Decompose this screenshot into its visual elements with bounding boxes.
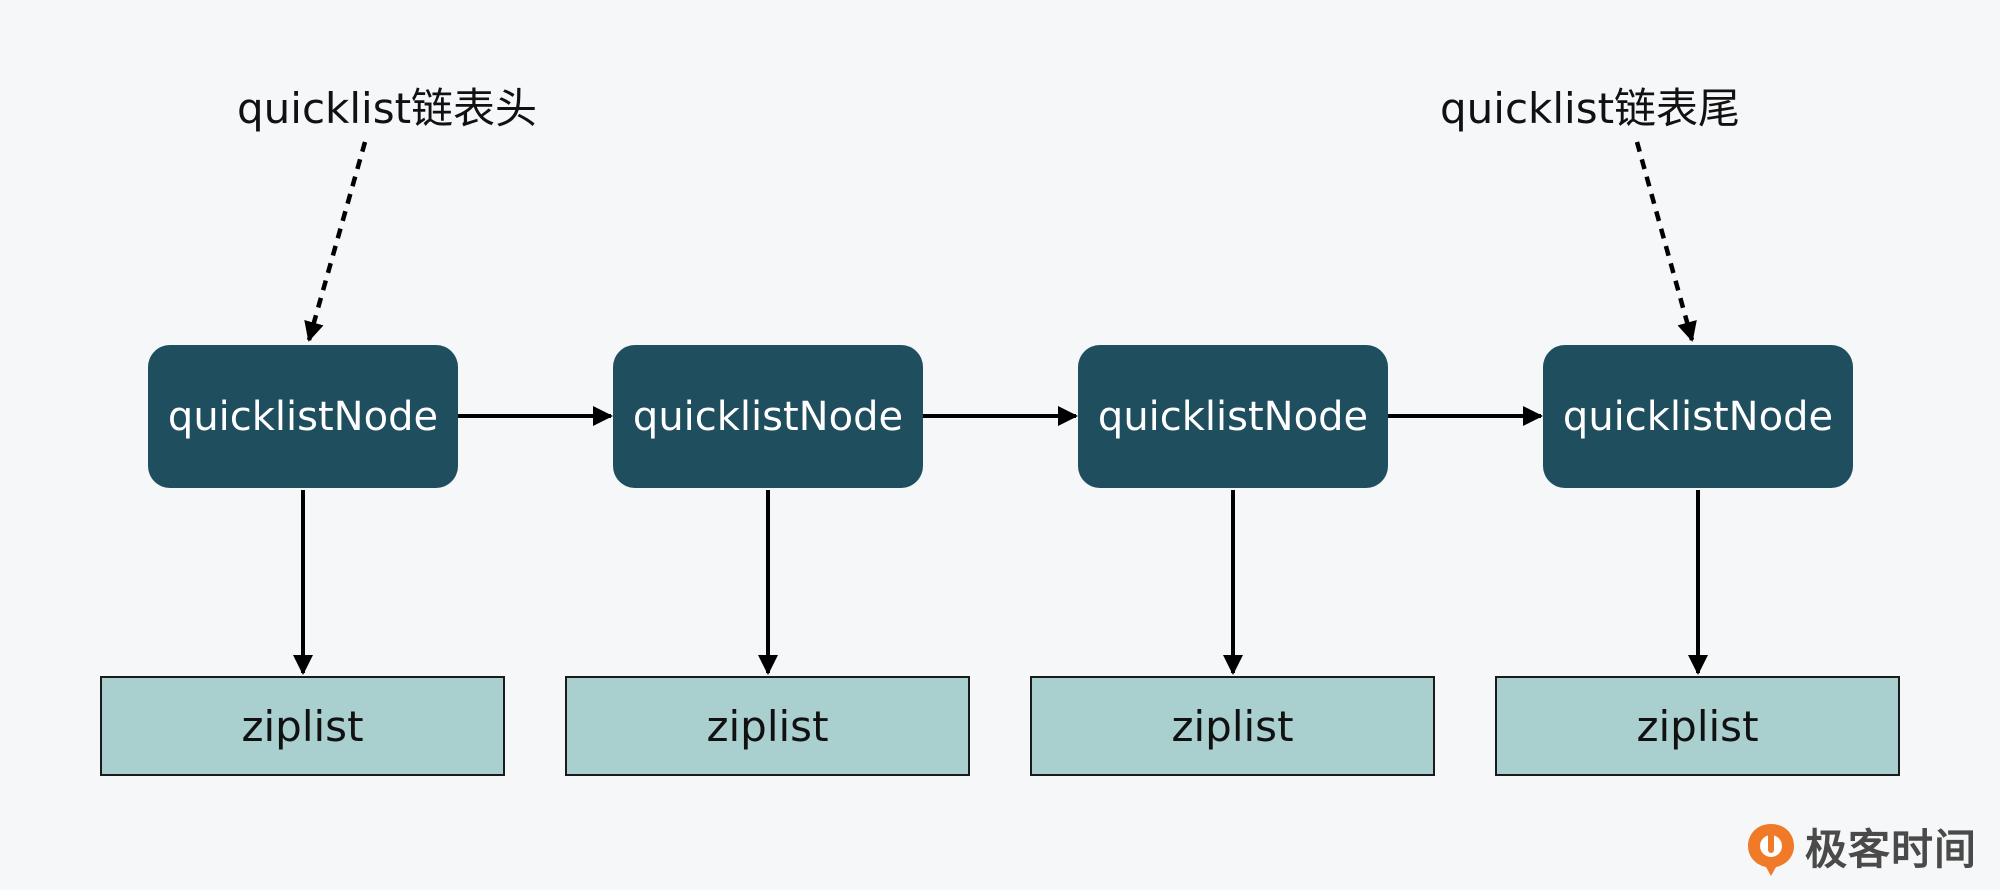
ziplist-box-1: ziplist [100,676,505,776]
quicklist-node-3: quicklistNode [1078,345,1388,488]
quicklist-node-2: quicklistNode [613,345,923,488]
brand-watermark: 极客时间 [1745,822,1977,878]
head-label: quicklist链表头 [237,84,538,133]
ziplist-box-4: ziplist [1495,676,1900,776]
ziplist-box-2: ziplist [565,676,970,776]
tail-label: quicklist链表尾 [1440,84,1741,133]
geektime-logo-icon [1748,824,1794,876]
quicklist-node-1: quicklistNode [148,345,458,488]
ziplist-box-3: ziplist [1030,676,1435,776]
head-pointer-arrow [304,141,368,342]
tail-pointer-arrow [1634,141,1697,342]
quicklist-node-4: quicklistNode [1543,345,1853,488]
brand-text: 极客时间 [1805,825,1978,874]
